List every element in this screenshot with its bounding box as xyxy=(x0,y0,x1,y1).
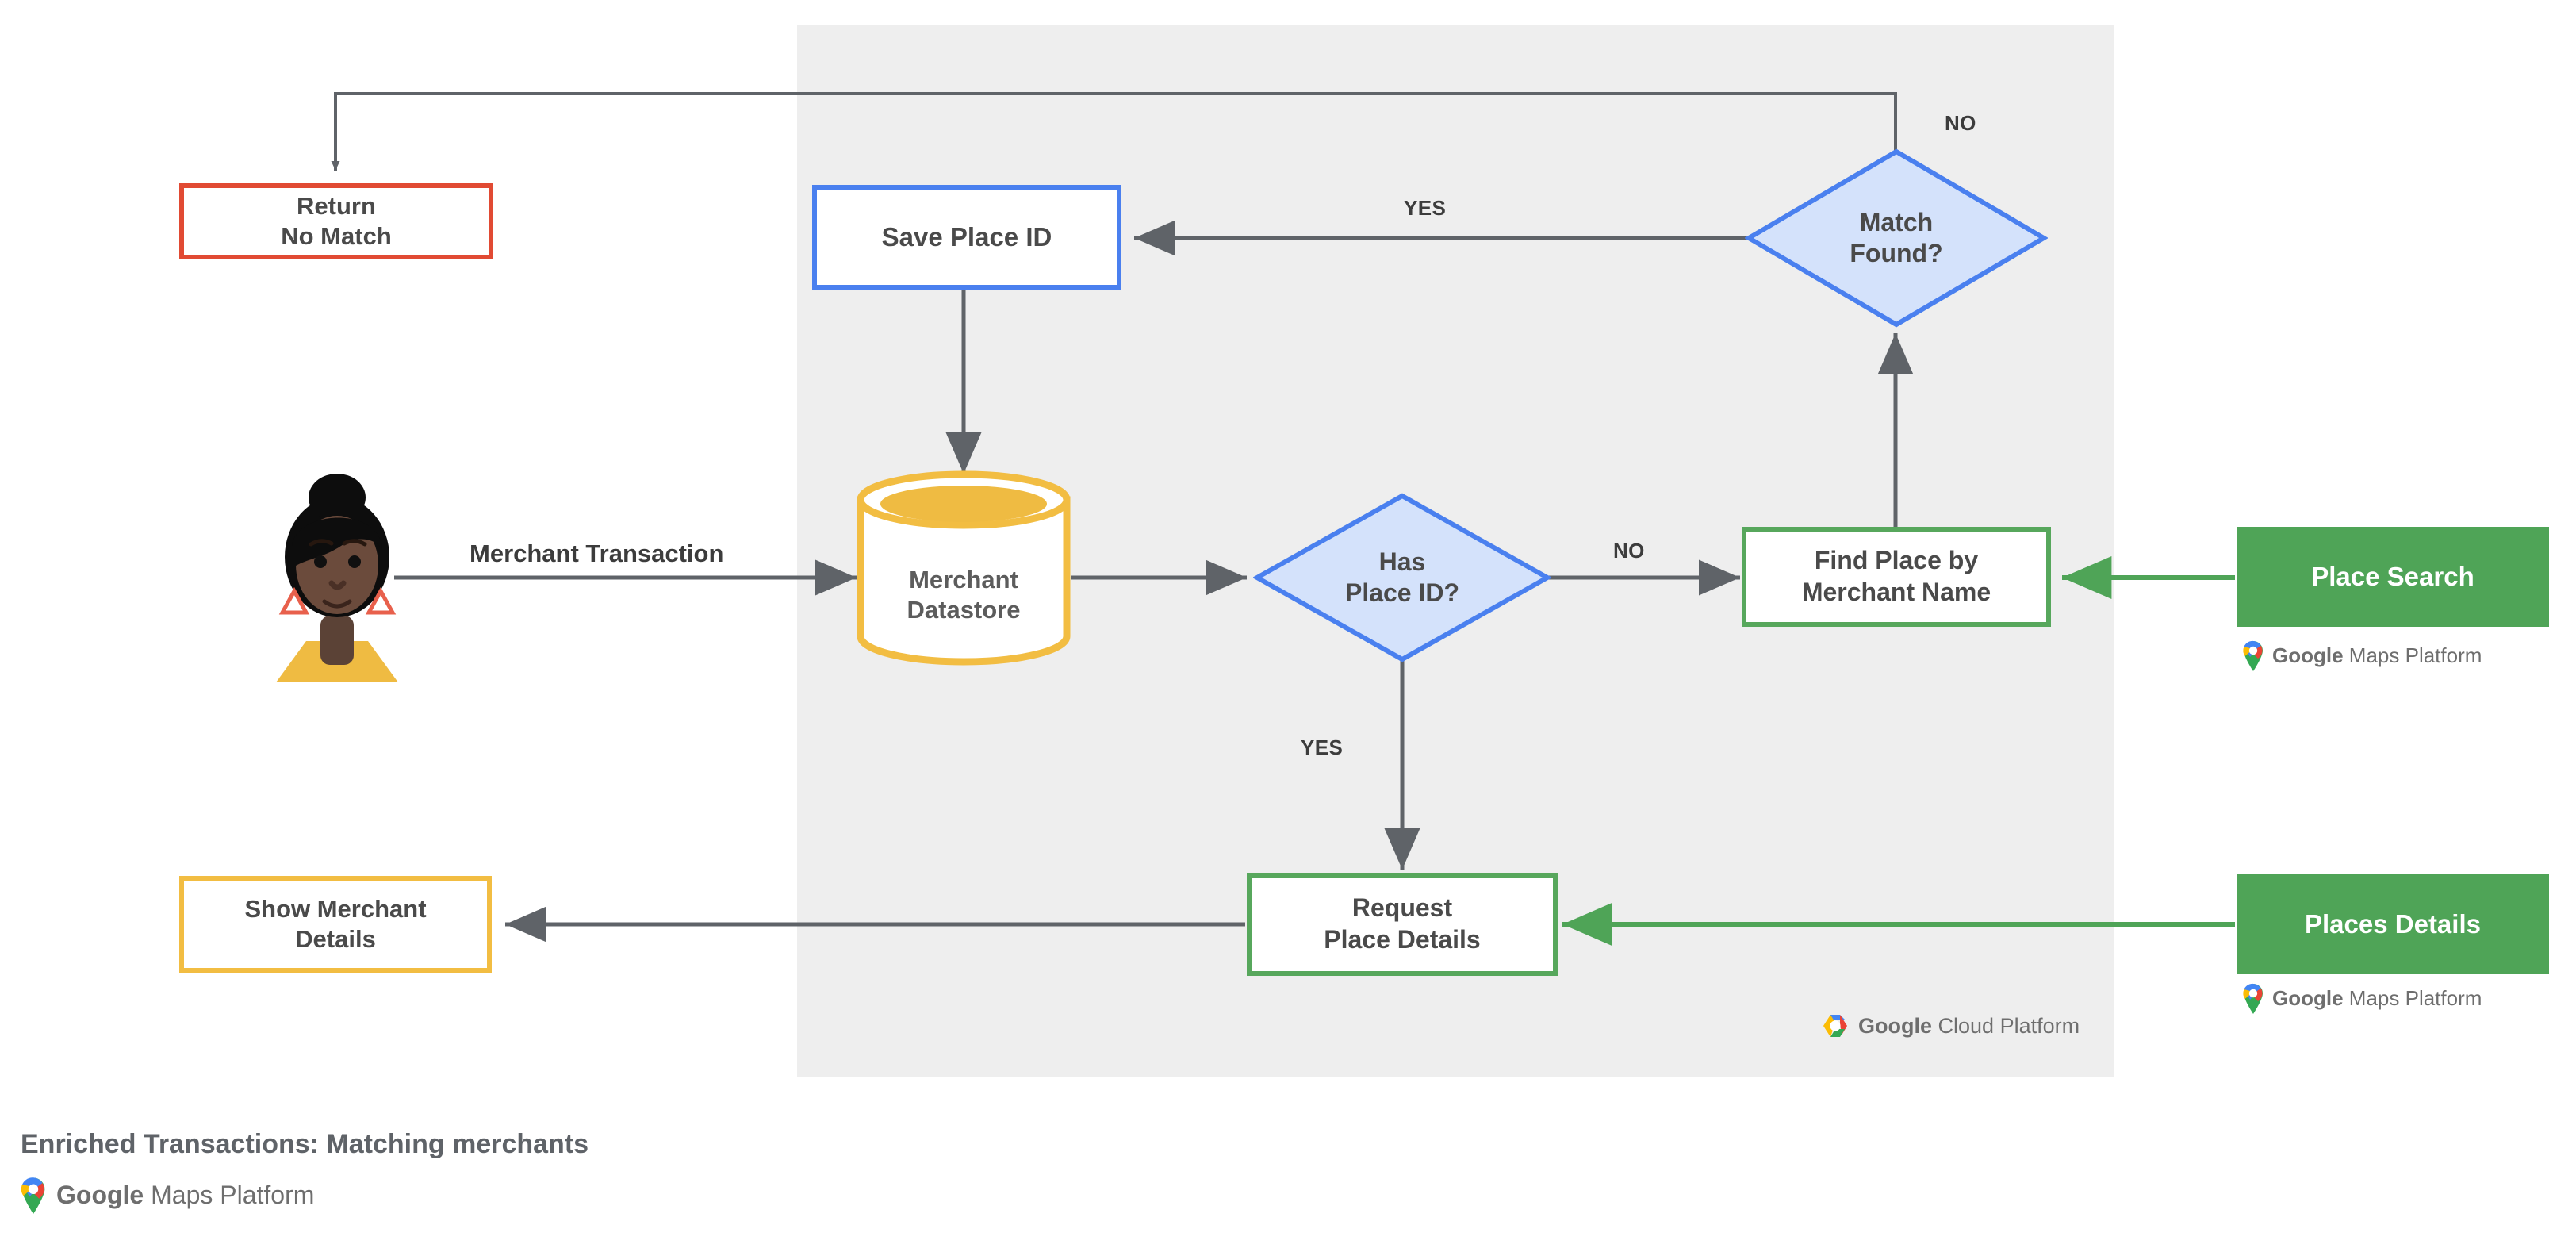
node-find-place-by-merchant-name-label: Find Place by Merchant Name xyxy=(1801,546,1991,606)
edge-label-match-found-no: NO xyxy=(1945,111,1976,135)
node-merchant-datastore[interactable]: Merchant Datastore xyxy=(856,470,1071,666)
node-place-search[interactable]: Place Search xyxy=(2237,527,2549,627)
node-return-no-match-label: Return No Match xyxy=(281,191,392,250)
node-request-place-details-label: Request Place Details xyxy=(1324,893,1481,954)
node-request-place-details[interactable]: Request Place Details xyxy=(1247,873,1558,976)
google-cloud-platform-logo: Google Cloud Platform xyxy=(1822,1013,2080,1039)
maps-platform-logo-footer: Google Maps Platform xyxy=(19,1176,314,1214)
merchant-datastore-cylinder-shape xyxy=(857,470,1071,666)
node-places-details[interactable]: Places Details xyxy=(2237,874,2549,974)
google-cloud-platform-logo-text: Google Cloud Platform xyxy=(1858,1014,2080,1039)
google-maps-pin-icon xyxy=(2243,640,2263,671)
node-has-place-id-label: Has Place ID? xyxy=(1344,547,1460,607)
merchant-customer-avatar xyxy=(262,460,412,682)
maps-platform-logo-places-details: Google Maps Platform xyxy=(2241,982,2482,1014)
edge-label-match-found-yes: YES xyxy=(1404,196,1447,220)
node-places-details-label: Places Details xyxy=(2305,908,2481,939)
node-save-place-id[interactable]: Save Place ID xyxy=(812,185,1121,290)
logo-maps-platform-word: Maps Platform xyxy=(151,1180,315,1209)
maps-platform-logo-text: Google Maps Platform xyxy=(56,1181,314,1210)
logo-maps-platform-word: Maps Platform xyxy=(2348,643,2482,667)
node-has-place-id[interactable]: Has Place ID? xyxy=(1253,492,1551,663)
page-title: Enriched Transactions: Matching merchant… xyxy=(21,1129,589,1159)
logo-maps-platform-word: Maps Platform xyxy=(2348,985,2482,1010)
node-save-place-id-label: Save Place ID xyxy=(881,221,1052,252)
logo-google-word: Google xyxy=(2272,985,2344,1010)
edge-label-merchant-transaction: Merchant Transaction xyxy=(470,540,724,567)
google-maps-pin-icon xyxy=(21,1177,45,1214)
has-place-id-diamond-shape xyxy=(1253,493,1551,662)
logo-google-word: Google xyxy=(1858,1013,1932,1038)
node-show-merchant-details-label: Show Merchant Details xyxy=(244,894,427,953)
logo-cloud-platform-word: Cloud Platform xyxy=(1938,1013,2080,1038)
google-maps-pin-icon xyxy=(2243,983,2263,1014)
node-match-found[interactable]: Match Found? xyxy=(1745,148,2048,328)
maps-platform-logo-place-search: Google Maps Platform xyxy=(2241,639,2482,671)
logo-google-word: Google xyxy=(2272,643,2344,667)
edge-label-has-place-id-yes: YES xyxy=(1301,735,1344,759)
node-place-search-label: Place Search xyxy=(2311,561,2474,591)
match-found-diamond-shape xyxy=(1745,148,2048,328)
node-find-place-by-merchant-name[interactable]: Find Place by Merchant Name xyxy=(1742,527,2051,627)
avatar-illustration xyxy=(276,474,398,682)
node-match-found-label: Match Found? xyxy=(1850,207,1943,267)
node-merchant-datastore-label: Merchant Datastore xyxy=(907,566,1021,624)
maps-platform-logo-text: Google Maps Platform xyxy=(2272,986,2482,1011)
google-cloud-hexagon-icon xyxy=(1823,1015,1847,1037)
edge-label-has-place-id-no: NO xyxy=(1613,539,1645,563)
logo-google-word: Google xyxy=(56,1180,144,1209)
maps-platform-logo-text: Google Maps Platform xyxy=(2272,643,2482,668)
node-return-no-match[interactable]: Return No Match xyxy=(179,183,493,259)
node-show-merchant-details[interactable]: Show Merchant Details xyxy=(179,876,492,973)
